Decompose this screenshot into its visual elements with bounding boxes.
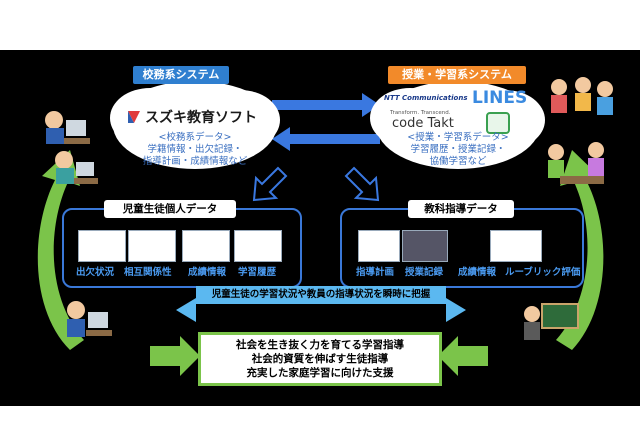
suzuki-logo-text: スズキ教育ソフト bbox=[145, 110, 257, 126]
rubric-thumbnail bbox=[490, 230, 542, 262]
teacher-at-desk-illustration bbox=[40, 108, 90, 148]
relation-thumbnail bbox=[128, 230, 176, 262]
teaching-label: ルーブリック評価 bbox=[505, 267, 581, 278]
left-desc-line: 指導計画・成績情報など bbox=[142, 156, 248, 167]
grades-thumbnail bbox=[182, 230, 230, 262]
diagram-arrows bbox=[37, 81, 604, 376]
ntt-logo: NTT Communications bbox=[384, 94, 468, 102]
teaching-label: 授業記録 bbox=[405, 267, 444, 278]
goals-box: 社会を生き抜く力を育てる学習指導 社会的資質を伸ばす生徒指導 充実した家庭学習に… bbox=[198, 332, 442, 386]
suzuki-logo-icon bbox=[128, 111, 140, 123]
suzuki-logo: スズキ教育ソフト bbox=[126, 108, 266, 126]
cloud-app-icon bbox=[486, 112, 510, 134]
student-label: 学習履歴 bbox=[238, 267, 277, 278]
goal-item: 充実した家庭学習に向けた支援 bbox=[246, 367, 394, 379]
students-group-illustration bbox=[545, 75, 620, 130]
info-banner: 児童生徒の学習状況や教員の指導状況を瞬時に把握 bbox=[196, 286, 446, 304]
student-data-title: 児童生徒個人データ bbox=[104, 200, 236, 218]
right-desc-line: 学習履歴・授業記録・ bbox=[410, 144, 506, 155]
student-label: 出欠状況 bbox=[76, 267, 115, 278]
banner-right-arrow bbox=[446, 298, 466, 322]
teaching-label: 成績情報 bbox=[458, 267, 497, 278]
student-label: 相互関係性 bbox=[124, 267, 172, 278]
goal-left-arrow bbox=[150, 336, 200, 376]
students-studying-illustration bbox=[540, 138, 620, 193]
goal-item: 社会的資質を伸ばす生徒指導 bbox=[251, 353, 389, 365]
left-green-arrow bbox=[37, 150, 84, 350]
codetakt-tagline: Transform. Transcend. bbox=[390, 110, 451, 116]
left-blue-arrow bbox=[272, 127, 380, 151]
teacher-computer-illustration bbox=[58, 298, 113, 343]
banner-left-arrow bbox=[176, 298, 196, 322]
student-label: 成績情報 bbox=[188, 267, 227, 278]
right-system-description: <授業・学習系データ> 学習履歴・授業記録・ 協働学習など bbox=[396, 132, 520, 168]
down-left-arrow bbox=[252, 166, 288, 202]
learning-history-thumbnail bbox=[234, 230, 282, 262]
left-system-title: 校務系システム bbox=[133, 66, 229, 84]
teacher-blackboard-illustration bbox=[520, 300, 580, 345]
class-record-thumbnail bbox=[402, 230, 448, 262]
right-desc-line: 協働学習など bbox=[429, 156, 487, 167]
plan-thumbnail bbox=[358, 230, 400, 262]
right-system-title: 授業・学習系システム bbox=[388, 66, 526, 84]
staff-at-desk-illustration bbox=[48, 148, 98, 190]
attendance-thumbnail bbox=[78, 230, 126, 262]
left-system-description: <校務系データ> 学籍情報・出欠記録・ 指導計画・成績情報など bbox=[133, 132, 257, 168]
down-right-arrow bbox=[344, 166, 380, 202]
right-blue-arrow bbox=[272, 93, 380, 117]
diagram-panel: 校務系システム スズキ教育ソフト <校務系データ> 学籍情報・出欠記録・ 指導計… bbox=[0, 50, 640, 406]
left-desc-line: <校務系データ> bbox=[158, 132, 232, 143]
left-desc-line: 学籍情報・出欠記録・ bbox=[147, 144, 243, 155]
teaching-data-title: 教科指導データ bbox=[408, 200, 514, 218]
codetakt-logo: code Takt bbox=[392, 116, 454, 131]
teaching-label: 指導計画 bbox=[356, 267, 395, 278]
lines-logo: LINES bbox=[472, 88, 528, 108]
goal-item: 社会を生き抜く力を育てる学習指導 bbox=[236, 339, 404, 351]
right-desc-line: <授業・学習系データ> bbox=[407, 132, 509, 143]
right-green-arrow bbox=[556, 150, 604, 350]
goal-right-arrow bbox=[438, 336, 488, 376]
